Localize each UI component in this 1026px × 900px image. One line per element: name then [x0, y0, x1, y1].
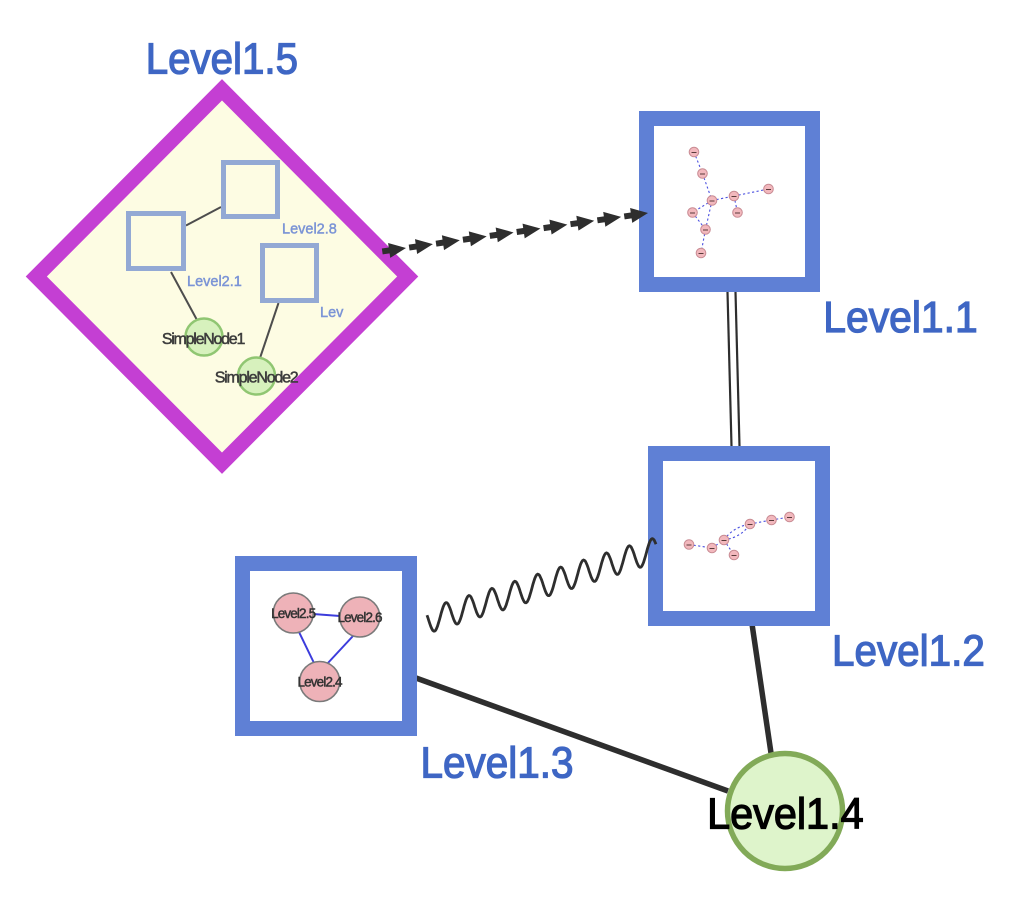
svg-text:Level1.2: Level1.2 [832, 626, 985, 675]
svg-text:Level1.5: Level1.5 [146, 35, 298, 84]
svg-text:Level1.3: Level1.3 [421, 739, 574, 788]
svg-text:Level2.5: Level2.5 [271, 606, 316, 621]
svg-text:Lev: Lev [320, 305, 344, 321]
svg-text:Level2.1: Level2.1 [187, 274, 242, 290]
svg-text:SimpleNode1: SimpleNode1 [162, 331, 246, 348]
svg-text:Level2.8: Level2.8 [282, 222, 337, 238]
svg-text:Level2.4: Level2.4 [298, 675, 343, 690]
svg-text:SimpleNode2: SimpleNode2 [215, 370, 299, 387]
svg-text:Level1.4: Level1.4 [707, 790, 864, 839]
svg-text:Level2.6: Level2.6 [338, 610, 383, 625]
svg-text:Level1.1: Level1.1 [823, 293, 977, 342]
